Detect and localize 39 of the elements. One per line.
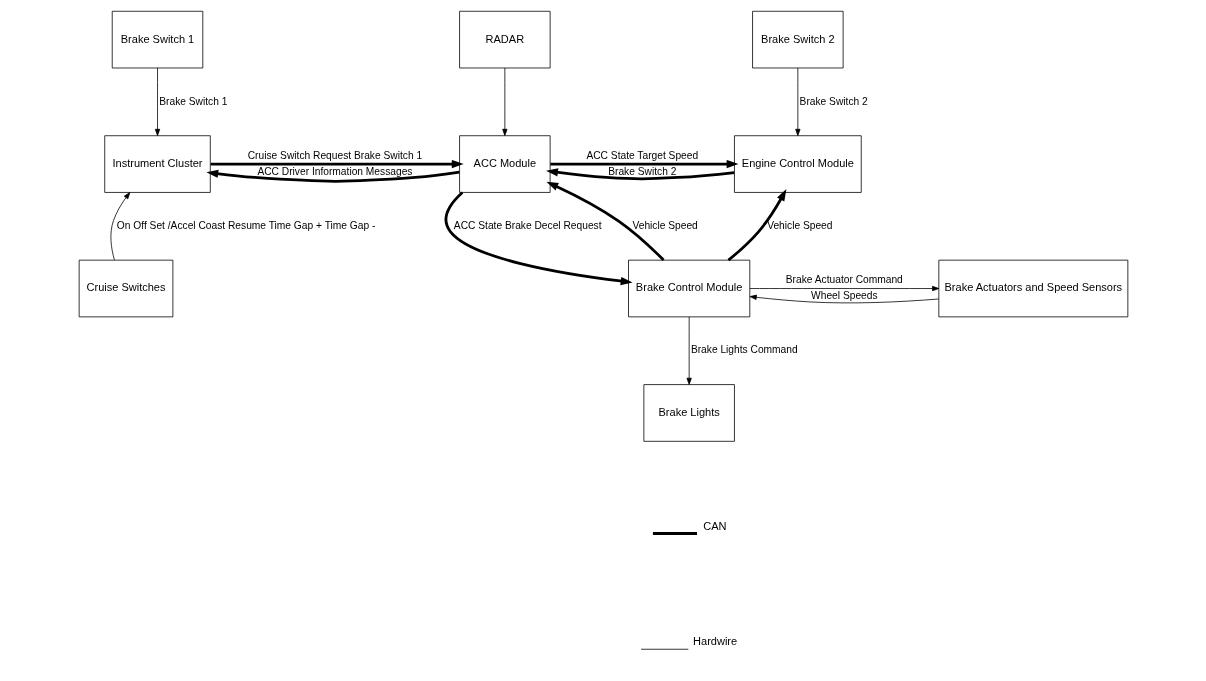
arrow <box>545 168 734 181</box>
arrow <box>749 294 939 304</box>
legend-label: CAN <box>702 520 727 533</box>
node-box: Instrument Cluster <box>103 135 211 193</box>
edge-label: Cruise Switch Request Brake Switch 1 <box>247 149 422 161</box>
legend-label: Hardwire <box>692 634 737 647</box>
arrow <box>205 169 460 183</box>
edge-label: Wheel Speeds <box>810 290 878 302</box>
node-box: ACC Module <box>458 135 551 193</box>
edge-label: Brake Switch 2 <box>607 165 676 177</box>
arrow <box>110 192 130 261</box>
node-box: RADAR <box>458 10 551 69</box>
node-box: Brake Switch 2 <box>751 10 844 69</box>
node-box: Engine Control Module <box>733 135 862 193</box>
edge-label: On Off Set /Accel Coast Resume Time Gap + Time Gap - <box>116 219 375 231</box>
node-box: Cruise Switches <box>78 259 173 318</box>
arrow <box>154 67 160 136</box>
arrow <box>549 159 738 169</box>
edge-label: ACC State Brake Decel Request <box>453 219 602 231</box>
node-box: Brake Actuators and Speed Sensors <box>937 259 1128 318</box>
edge-label: Brake Switch 1 <box>158 95 227 107</box>
node-box: Brake Switch 1 <box>111 10 203 69</box>
arrow <box>210 159 464 169</box>
edge-label: Brake Lights Command <box>690 344 798 356</box>
edge-label: Brake Actuator Command <box>785 274 903 286</box>
node-box: Brake Control Module <box>627 259 750 318</box>
edge-label: Vehicle Speed <box>766 219 832 231</box>
arrow <box>686 316 692 385</box>
arrow <box>444 191 633 286</box>
edge-label: ACC Driver Information Messages <box>256 165 412 177</box>
arrow <box>501 67 507 136</box>
edge-label: Vehicle Speed <box>631 219 698 231</box>
arrow <box>749 285 939 292</box>
edge-label: ACC State Target Speed <box>585 149 698 161</box>
node-box: Brake Lights <box>642 384 735 442</box>
arrow <box>794 67 800 136</box>
arrow <box>727 189 786 262</box>
edge-label: Brake Switch 2 <box>799 95 868 107</box>
arrow <box>545 181 664 261</box>
